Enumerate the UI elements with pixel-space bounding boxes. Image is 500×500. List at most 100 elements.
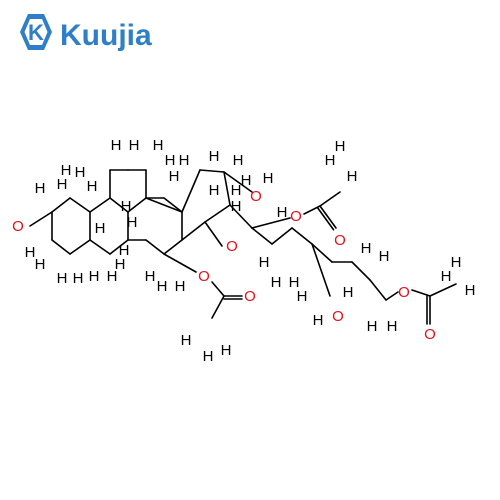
hydrogen-atom: H	[335, 138, 346, 155]
bond	[109, 239, 129, 255]
bond	[163, 239, 183, 255]
hydrogen-atom: H	[95, 220, 106, 237]
hydrogen-atom: H	[209, 182, 220, 199]
bond	[211, 281, 225, 297]
hydrogen-atom: H	[325, 152, 336, 169]
hydrogen-atom: H	[157, 278, 168, 295]
bond	[69, 197, 91, 213]
oxygen-atom: O	[290, 208, 302, 225]
hydrogen-atom: H	[165, 152, 176, 169]
hydrogen-atom: H	[233, 152, 244, 169]
bond	[163, 253, 197, 273]
bond	[369, 279, 387, 301]
hydrogen-atom: H	[35, 256, 46, 273]
hydrogen-atom: H	[175, 278, 186, 295]
bond	[316, 206, 335, 231]
oxygen-atom: O	[198, 268, 210, 285]
bond	[311, 243, 333, 263]
hydrogen-atom: H	[121, 198, 132, 215]
bond	[271, 227, 293, 245]
hydrogen-atom: H	[35, 180, 46, 197]
hydrogen-atom: H	[277, 204, 288, 221]
bond	[311, 243, 331, 297]
bond	[145, 197, 183, 213]
hydrogen-atom: H	[231, 182, 242, 199]
oxygen-atom: O	[334, 232, 346, 249]
bond	[223, 171, 253, 193]
bond	[204, 221, 223, 247]
bond	[181, 169, 201, 213]
hydrogen-atom: H	[145, 268, 156, 285]
hydrogen-atom: H	[367, 318, 378, 335]
hydrogen-atom: H	[241, 172, 252, 189]
bond	[109, 197, 129, 213]
logo-hexagon-inner	[24, 19, 48, 45]
hydrogen-atom: H	[263, 170, 274, 187]
bond	[429, 283, 457, 297]
oxygen-atom: O	[244, 288, 256, 305]
oxygen-atom: O	[226, 238, 238, 255]
bond	[29, 211, 53, 227]
hydrogen-atom: H	[259, 254, 270, 271]
hydrogen-atom: H	[179, 152, 190, 169]
hydrogen-atom: H	[441, 268, 452, 285]
bond	[199, 169, 225, 173]
hydrogen-atom: H	[343, 284, 354, 301]
bond	[251, 227, 273, 245]
bond	[181, 221, 206, 241]
hydrogen-atom: H	[89, 268, 100, 285]
hydrogen-atom: H	[57, 176, 68, 193]
hydrogen-atom: H	[313, 312, 324, 329]
hydrogen-atom: H	[127, 214, 138, 231]
bond-lines	[29, 169, 457, 325]
hydrogen-atom: H	[87, 178, 98, 195]
hydrogen-atom: H	[107, 268, 118, 285]
hydrogen-atom: H	[169, 168, 180, 185]
hydrogen-atom: H	[203, 348, 214, 365]
bond	[291, 227, 313, 245]
oxygen-atom: O	[424, 326, 436, 343]
bond	[163, 197, 183, 213]
bond	[223, 171, 231, 206]
bond	[351, 261, 371, 281]
hydrogen-atom: H	[465, 282, 476, 299]
oxygen-atom: O	[398, 284, 410, 301]
bond	[251, 217, 291, 229]
hydrogen-atom: H	[61, 162, 72, 179]
bond	[319, 205, 337, 229]
hydrogen-atom: H	[25, 244, 36, 261]
hydrogen-atom: H	[231, 198, 242, 215]
hydrogen-atom: H	[271, 274, 282, 291]
bond	[89, 197, 111, 213]
bond	[51, 197, 71, 213]
hydrogen-atom: H	[387, 318, 398, 335]
hydrogen-atom: H	[297, 288, 308, 305]
logo-wordmark: Kuujia	[60, 19, 152, 52]
kuujia-logo[interactable]: K Kuujia	[20, 14, 152, 52]
logo-mark: K	[28, 20, 44, 45]
oxygen-atom: O	[332, 308, 344, 325]
hydrogen-atom: H	[153, 137, 164, 154]
bond	[411, 289, 431, 297]
hydrogen-atom: H	[181, 332, 192, 349]
hydrogen-atom: H	[347, 168, 358, 185]
bond	[145, 239, 165, 255]
hydrogen-atom: H	[379, 248, 390, 265]
bond	[229, 204, 253, 229]
bond	[127, 197, 147, 213]
bond	[319, 191, 341, 207]
hydrogen-atom: H	[57, 270, 68, 287]
hydrogen-atom: H	[115, 256, 126, 273]
oxygen-atom: O	[12, 218, 24, 235]
bond	[51, 239, 71, 255]
hydrogen-atom: H	[221, 342, 232, 359]
bond	[89, 239, 111, 255]
hydrogen-atom: H	[75, 164, 86, 181]
hydrogen-atom: H	[209, 148, 220, 165]
bond	[211, 295, 225, 319]
hydrogen-atom: H	[111, 137, 122, 154]
bond	[204, 204, 231, 223]
hydrogen-atom: H	[119, 242, 130, 259]
